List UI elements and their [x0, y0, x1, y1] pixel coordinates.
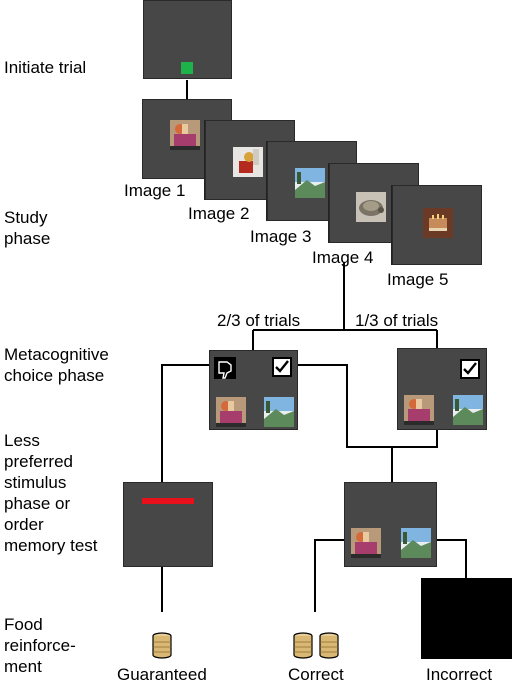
- study-photo-3: [295, 168, 325, 198]
- incorrect-screen: [421, 578, 512, 659]
- thumbs-down-icon: [214, 357, 236, 384]
- food-pellet-icon: [292, 632, 314, 665]
- study-photo-2: [233, 147, 263, 177]
- label-metacognitive: Metacognitive choice phase: [4, 345, 109, 385]
- choice-right-photo-1: [404, 395, 434, 425]
- caption-image-1: Image 1: [124, 181, 186, 200]
- caption-image-3: Image 3: [250, 227, 312, 246]
- branch-label-right: 1/3 of trials: [355, 311, 439, 330]
- checkbox-icon: [272, 357, 292, 382]
- memory-test-screen: [344, 482, 437, 567]
- caption-image-5: Image 5: [387, 270, 449, 289]
- less-preferred-screen: [123, 482, 213, 567]
- choice-screen-right: [397, 348, 487, 430]
- study-photo-5: [423, 208, 453, 238]
- connector-right-to-memory: [391, 430, 438, 482]
- label-study-phase: Study phase: [4, 208, 51, 248]
- start-square: [181, 62, 193, 74]
- study-screen-5: [392, 185, 482, 265]
- connector-to-less-preferred: [161, 364, 210, 482]
- outcome-incorrect: Incorrect: [426, 665, 493, 684]
- label-less-preferred: Less preferred stimulus phase or order m…: [4, 431, 98, 555]
- food-pellet-icon: [151, 632, 173, 665]
- initiate-trial-screen: [143, 0, 232, 79]
- connector-left-to-memory: [297, 364, 392, 448]
- branch-label-left: 2/3 of trials: [217, 311, 301, 330]
- food-pellet-icon: [318, 632, 340, 665]
- memory-photo-1: [351, 528, 381, 558]
- choice-right-photo-2: [453, 395, 483, 425]
- outcome-guaranteed: Guaranteed: [117, 665, 207, 684]
- connector-to-incorrect: [437, 539, 467, 578]
- connector-to-correct: [314, 539, 346, 612]
- memory-photo-2: [401, 528, 431, 558]
- label-initiate-trial: Initiate trial: [4, 58, 87, 77]
- label-food-reinforcement: Food reinforce- ment: [4, 615, 76, 676]
- caption-image-4: Image 4: [312, 248, 374, 267]
- outcome-correct: Correct: [288, 665, 344, 684]
- red-bar: [142, 498, 194, 504]
- study-photo-1: [170, 120, 200, 150]
- choice-screen-left: [209, 350, 298, 430]
- study-photo-4: [356, 192, 386, 222]
- choice-left-photo-2: [264, 397, 294, 427]
- checkbox-icon: [460, 359, 480, 384]
- caption-image-2: Image 2: [188, 204, 250, 223]
- choice-left-photo-1: [216, 397, 246, 427]
